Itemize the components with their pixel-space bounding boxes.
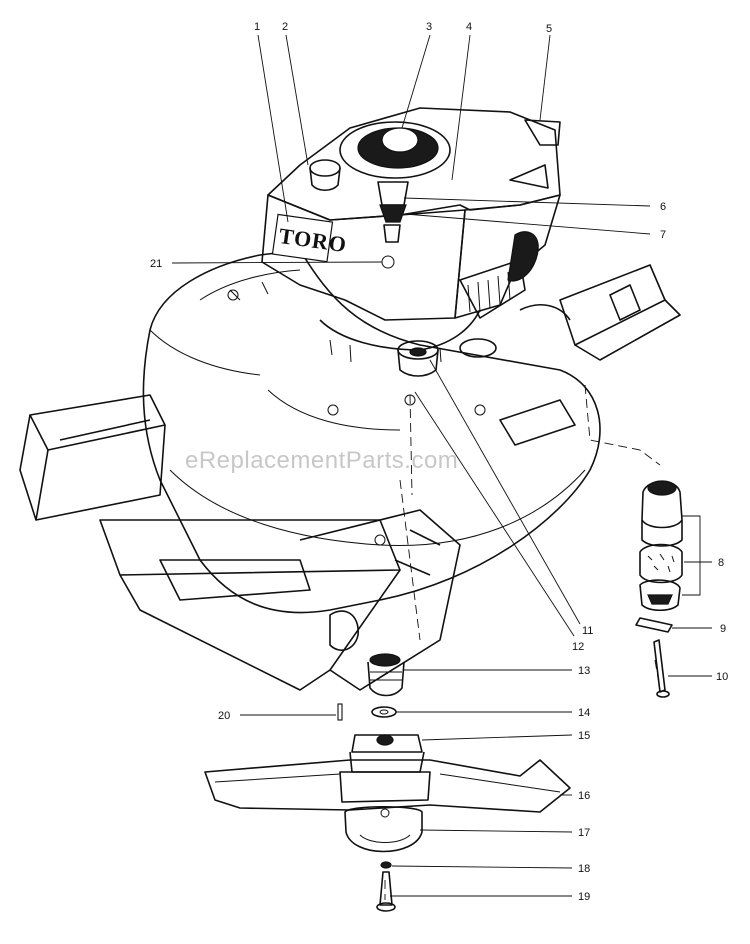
callout-19: 19 bbox=[578, 891, 590, 903]
leader-lines bbox=[171, 34, 712, 897]
callout-12: 12 bbox=[572, 641, 584, 653]
callout-16: 16 bbox=[578, 790, 590, 802]
callout-7: 7 bbox=[660, 229, 666, 241]
blade-assembly bbox=[204, 653, 571, 912]
callout-21: 21 bbox=[150, 258, 162, 270]
callout-6: 6 bbox=[660, 201, 666, 213]
callout-18: 18 bbox=[578, 863, 590, 875]
callout-10: 10 bbox=[716, 671, 728, 683]
callout-4: 4 bbox=[466, 21, 472, 33]
callout-1: 1 bbox=[254, 21, 260, 33]
callout-14: 14 bbox=[578, 707, 590, 719]
callout-15: 15 bbox=[578, 730, 590, 742]
crankshaft-adapter bbox=[397, 338, 497, 377]
mower-deck bbox=[19, 249, 681, 691]
callout-numbers: 1 2 3 4 5 6 7 8 9 10 11 12 13 14 15 16 1… bbox=[150, 21, 728, 903]
callout-13: 13 bbox=[578, 665, 590, 677]
spacer-stack bbox=[635, 480, 683, 698]
callout-5: 5 bbox=[546, 23, 552, 35]
watermark: eReplacementParts.com bbox=[185, 447, 458, 474]
callout-9: 9 bbox=[720, 623, 726, 635]
callout-3: 3 bbox=[426, 21, 432, 33]
callout-8: 8 bbox=[718, 557, 724, 569]
callout-17: 17 bbox=[578, 827, 590, 839]
callout-20: 20 bbox=[218, 710, 230, 722]
callout-11: 11 bbox=[582, 625, 593, 637]
engine-assembly: TORO bbox=[261, 107, 561, 363]
callout-2: 2 bbox=[282, 21, 288, 33]
